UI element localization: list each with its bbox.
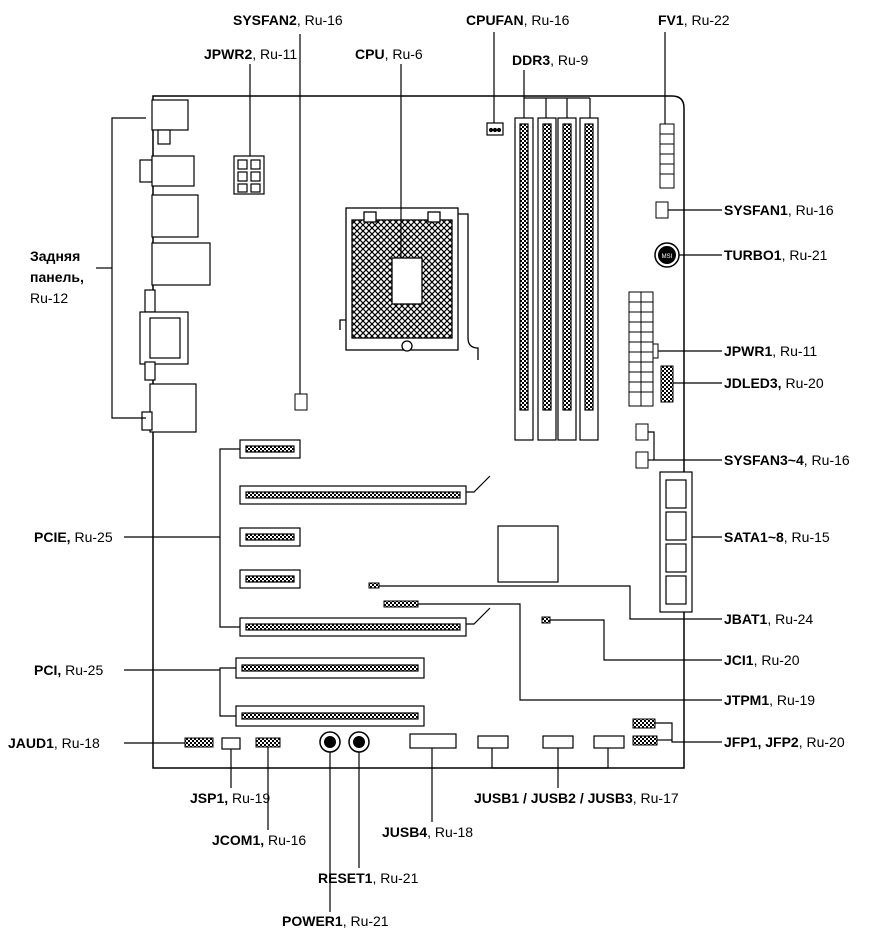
cpu-socket: [339, 207, 479, 360]
leader-lines: [124, 32, 722, 912]
power1-button: [319, 731, 341, 753]
label-jusb4: JUSB4, Ru-18: [382, 824, 474, 840]
label-jaud1: JAUD1, Ru-18: [8, 735, 100, 751]
pci-bracket: [219, 667, 236, 717]
jfp1-header: [632, 718, 656, 729]
turbo1-button: [654, 242, 680, 268]
label-pcie: PCIE, Ru-25: [34, 529, 113, 545]
label-sysfan1: SYSFAN1, Ru-16: [724, 202, 834, 218]
label-turbo1: TURBO1, Ru-21: [724, 247, 828, 263]
label-jfp: JFP1, JFP2, Ru-20: [724, 734, 845, 750]
jfp2-header: [632, 735, 658, 746]
pcie-x16-slots: [239, 475, 491, 637]
label-ddr3: DDR3, Ru-9: [512, 52, 589, 68]
turbo1-button-text: MSI: [662, 254, 673, 260]
label-jdled3: JDLED3, Ru-20: [724, 375, 824, 391]
sysfan34-connectors: [635, 423, 649, 469]
chipset: [497, 525, 559, 583]
sysfan1-connector: [655, 201, 669, 219]
label-cpufan: CPUFAN, Ru-16: [466, 12, 570, 28]
pcie-bracket: [219, 448, 240, 628]
label-rear-panel: Задняя панель, Ru-12: [30, 248, 84, 306]
jusb1-header: [477, 735, 509, 749]
sata-connectors: [659, 471, 693, 613]
reset1-button: [348, 731, 370, 753]
label-sysfan34: SYSFAN3~4, Ru-16: [724, 452, 850, 468]
label-jtpm1: JTPM1, Ru-19: [724, 692, 816, 708]
pci-slots: [235, 657, 425, 727]
label-pci: PCI, Ru-25: [34, 662, 104, 678]
fv1-header: [659, 123, 675, 189]
label-jsp1: JSP1, Ru-19: [190, 790, 271, 806]
jusb4-header: [409, 733, 457, 749]
label-jbat1: JBAT1, Ru-24: [724, 611, 814, 627]
sysfan2-connector: [294, 393, 308, 411]
pcie-x1-slots: [239, 439, 301, 589]
jpwr1-connector: [628, 291, 659, 407]
label-reset1: RESET1, Ru-21: [318, 870, 419, 886]
label-jusb123: JUSB1 / JUSB2 / JUSB3, Ru-17: [474, 790, 679, 806]
jdled3-header: [660, 365, 674, 403]
label-cpu: CPU, Ru-6: [355, 46, 423, 62]
cpufan-connector: [486, 122, 504, 136]
label-jci1: JCI1, Ru-20: [724, 652, 800, 668]
jusb3-header: [593, 735, 625, 749]
label-jcom1: JCOM1, Ru-16: [212, 832, 307, 848]
label-jpwr2: JPWR2, Ru-11: [204, 46, 298, 62]
label-fv1: FV1, Ru-22: [658, 12, 730, 28]
ddr3-slots: [514, 117, 599, 441]
label-jpwr1: JPWR1, Ru-11: [724, 343, 818, 359]
label-sysfan2: SYSFAN2, Ru-16: [233, 12, 343, 28]
jsp1-header: [221, 737, 241, 750]
jusb2-header: [542, 735, 574, 749]
jtpm1-header: [383, 600, 419, 608]
jbat1-jumper: [368, 582, 380, 589]
jaud1-header: [184, 737, 214, 748]
jcom1-header: [255, 737, 281, 748]
label-power1: POWER1, Ru-21: [282, 913, 389, 929]
jci1-header: [541, 616, 551, 624]
rear-panel-connectors: [139, 99, 211, 433]
label-sata: SATA1~8, Ru-15: [724, 529, 830, 545]
jpwr2-connector: [233, 155, 265, 195]
